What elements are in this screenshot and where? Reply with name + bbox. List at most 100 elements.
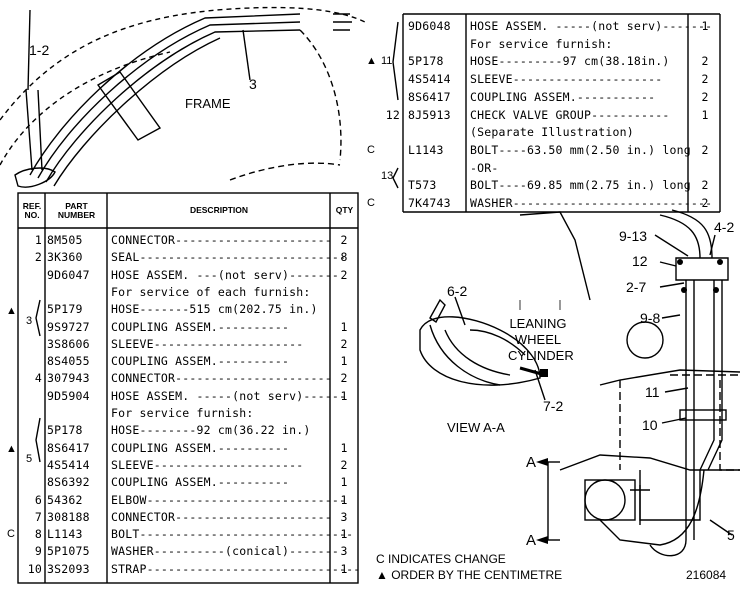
group-ref: 5 <box>26 452 33 465</box>
part-number: 4S5414 <box>408 72 451 87</box>
description: COUPLING ASSEM.---------- <box>111 440 290 455</box>
callout-4-2: 4-2 <box>714 219 735 235</box>
ref-no: 10 <box>27 561 42 576</box>
callout-11: 11 <box>645 384 660 400</box>
part-number: 3S8606 <box>47 336 90 351</box>
change-mark: C <box>367 143 375 156</box>
part-number: L1143 <box>47 527 83 542</box>
part-number: 307943 <box>47 371 90 386</box>
description: COUPLING ASSEM.----------- <box>470 89 656 104</box>
ref-no: 12 <box>385 107 400 122</box>
description: HOSE-------515 cm(202.75 in.) <box>111 302 318 317</box>
ref-no: 9 <box>34 544 42 559</box>
ref-no: 6 <box>34 492 42 507</box>
quantity: 1 <box>340 388 348 403</box>
part-number: 3K360 <box>47 250 83 265</box>
quantity: 2 <box>701 54 709 69</box>
description: COUPLING ASSEM.---------- <box>111 354 290 369</box>
callout-2-7: 2-7 <box>626 279 647 295</box>
col-header-part: PART NUMBER <box>57 201 96 220</box>
part-number: 54362 <box>47 492 83 507</box>
change-mark: C <box>7 528 15 541</box>
section-a-bottom: A <box>526 532 537 549</box>
description: SLEEVE--------------------- <box>111 457 304 472</box>
quantity: 1 <box>340 527 348 542</box>
col-header-desc: DESCRIPTION <box>189 205 249 215</box>
description: CONNECTOR---------------------- <box>111 233 332 247</box>
part-number: T573 <box>408 178 437 193</box>
quantity: 2 <box>701 72 709 87</box>
ref-no: 7 <box>34 509 42 524</box>
callout-9-8: 9-8 <box>640 310 661 326</box>
quantity: 2 <box>701 89 709 104</box>
part-number: 9S9727 <box>47 319 90 334</box>
part-number: 3S2093 <box>47 561 90 576</box>
quantity: 1 <box>701 107 709 122</box>
callout-5: 5 <box>727 527 735 543</box>
order-by-cm-marker: ▲ <box>366 55 377 68</box>
part-number: 9D6047 <box>47 267 90 282</box>
order-by-cm-marker: ▲ <box>6 304 17 317</box>
callout-7-2: 7-2 <box>543 398 564 414</box>
col-header-qty: QTY <box>335 205 354 215</box>
part-number: 9D6048 <box>408 19 451 33</box>
view-label: VIEW A-A <box>447 420 505 435</box>
ref-no: 1 <box>34 233 42 247</box>
part-number: 5P1075 <box>47 544 90 559</box>
quantity: 8 <box>340 250 348 265</box>
wheel-label: WHEEL <box>514 332 562 347</box>
ref-no: 8 <box>34 527 42 542</box>
part-number: 8J5913 <box>408 107 451 122</box>
quantity: 1 <box>340 354 348 369</box>
description: BOLT------------------------------ <box>111 527 354 542</box>
frame-label: FRAME <box>185 96 231 111</box>
callout-10: 10 <box>642 417 658 433</box>
part-number: 8S6392 <box>47 475 90 490</box>
callout-1-2: 1-2 <box>29 42 50 58</box>
description: (Separate Illustration) <box>470 125 634 140</box>
part-number: L1143 <box>408 142 444 157</box>
part-number: 8M505 <box>47 233 83 247</box>
description: HOSE ASSEM. -----(not serv)------ <box>111 388 347 403</box>
description: HOSE--------92 cm(36.22 in.) <box>111 423 311 438</box>
part-number: 7K4743 <box>408 196 451 210</box>
quantity: 2 <box>701 142 709 157</box>
description: WASHER---------------------------- <box>470 196 713 210</box>
description: BOLT----63.50 mm(2.50 in.) long <box>470 142 691 157</box>
quantity: 1 <box>340 492 348 507</box>
col-header-ref: REF. NO. <box>22 201 42 220</box>
group-ref: 3 <box>26 314 33 327</box>
figure-number: 216084 <box>686 568 727 582</box>
description: COUPLING ASSEM.---------- <box>111 319 290 334</box>
callout-6-2: 6-2 <box>447 283 468 299</box>
description: ELBOW---------------------------- <box>111 492 347 507</box>
description: SLEEVE--------------------- <box>470 72 663 87</box>
description: BOLT----69.85 mm(2.75 in.) long <box>470 178 691 193</box>
quantity: 2 <box>340 457 348 472</box>
description: For service furnish: <box>470 36 613 51</box>
quantity: 3 <box>340 509 348 524</box>
description: SEAL----------------------------- <box>111 250 347 265</box>
part-number: 8S4055 <box>47 354 90 369</box>
ref-no: 2 <box>34 250 42 265</box>
order-by-cm-marker: ▲ <box>6 442 17 455</box>
quantity: 1 <box>340 475 348 490</box>
description: HOSE ASSEM. ---(not serv)------- <box>111 267 339 282</box>
section-a-top: A <box>526 454 537 471</box>
description: -OR- <box>470 160 499 175</box>
description: CONNECTOR---------------------- <box>111 509 332 524</box>
leaning-label: LEANING <box>509 316 567 331</box>
leaning-cylinder-label: LEANING WHEEL CYLINDER <box>508 316 574 364</box>
group-ref: 13 <box>381 170 394 183</box>
change-mark: C <box>367 197 375 209</box>
quantity: 1 <box>340 561 348 576</box>
quantity: 2 <box>701 178 709 193</box>
description: STRAP------------------------------ <box>111 561 361 576</box>
quantity: 2 <box>340 267 348 282</box>
description: CONNECTOR---------------------- <box>111 371 332 386</box>
part-number: 5P179 <box>47 302 83 317</box>
quantity: 2 <box>701 196 709 210</box>
quantity: 1 <box>340 319 348 334</box>
